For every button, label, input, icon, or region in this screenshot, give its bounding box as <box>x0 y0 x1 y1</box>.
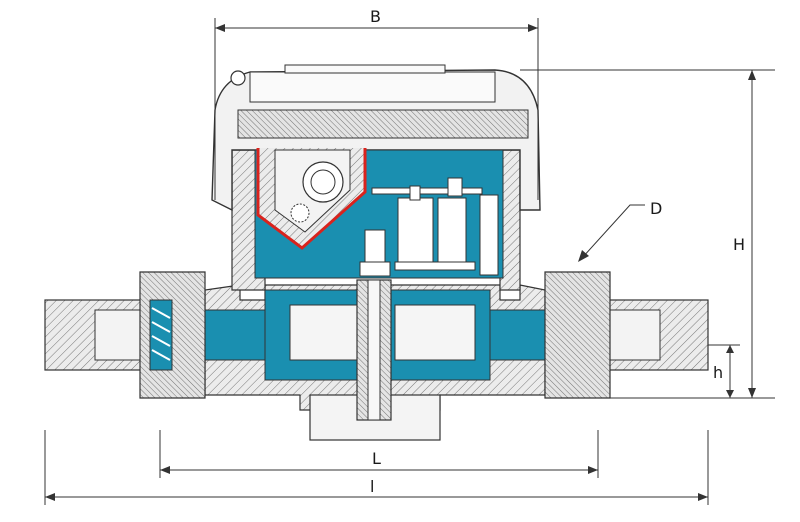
label-l: l <box>370 477 374 496</box>
gear-train <box>371 177 499 276</box>
central-spindle <box>356 229 392 421</box>
outlet-threaded-end <box>544 271 709 399</box>
label-L: L <box>372 449 381 468</box>
label-H: H <box>733 235 745 254</box>
label-B: B <box>370 7 381 26</box>
inlet-threaded-end <box>44 271 206 399</box>
inlet-strainer <box>149 299 173 371</box>
register-cover <box>211 64 541 212</box>
gear-chamber <box>256 148 367 250</box>
label-h: h <box>713 363 723 382</box>
label-D: D <box>650 199 662 218</box>
dimension-arrowheads <box>45 24 756 501</box>
dimension-lines <box>44 18 775 505</box>
